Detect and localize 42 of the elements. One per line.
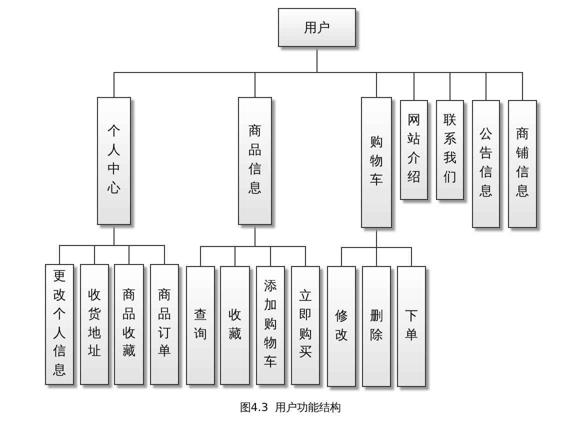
- function-box: [97, 97, 131, 225]
- function-box: [291, 266, 320, 385]
- function-box: [80, 264, 109, 385]
- node-label: 商铺信息: [516, 126, 529, 201]
- function-box: [327, 266, 356, 387]
- node-label: 添加购物车: [264, 278, 277, 372]
- node-label: 商品收藏: [122, 286, 136, 362]
- function-box: [220, 266, 250, 385]
- function-box: [436, 100, 464, 200]
- node-label: 购物车: [370, 134, 383, 190]
- node-label: 用户: [304, 20, 330, 36]
- function-box: [508, 100, 537, 228]
- function-box: [362, 266, 391, 387]
- node-label: 商品订单: [158, 286, 171, 362]
- node-label: 查询: [194, 306, 207, 344]
- function-box: [45, 264, 74, 385]
- node-label: 修改: [335, 308, 348, 344]
- function-box: [238, 97, 272, 225]
- node-label: 立即购买: [299, 288, 312, 362]
- node-label: 公告信息: [480, 126, 492, 201]
- function-box: [400, 100, 428, 200]
- node-label: 收藏: [228, 306, 242, 344]
- connector-line: [254, 224, 306, 266]
- function-box: [397, 266, 426, 387]
- node-label: 商品信息: [248, 123, 262, 198]
- node-label: 下单: [405, 308, 418, 344]
- function-box: [361, 97, 392, 228]
- node-label: 个人中心: [108, 123, 120, 198]
- node-label: 联系我们: [444, 112, 456, 187]
- node-label: 删除: [370, 308, 383, 344]
- node-label: 收货地址: [88, 286, 101, 362]
- function-box: [256, 266, 285, 385]
- figure-caption: 图4.3 用户功能结构: [240, 400, 342, 415]
- node-label: 网站介绍: [408, 112, 420, 187]
- function-box: [186, 266, 215, 385]
- root-box: [278, 8, 356, 47]
- connector-line: [376, 228, 412, 266]
- function-box: [114, 264, 144, 385]
- node-label: 更改个人信息: [53, 268, 66, 380]
- function-box: [150, 264, 179, 385]
- connector-line: [316, 46, 523, 100]
- function-box: [472, 100, 500, 228]
